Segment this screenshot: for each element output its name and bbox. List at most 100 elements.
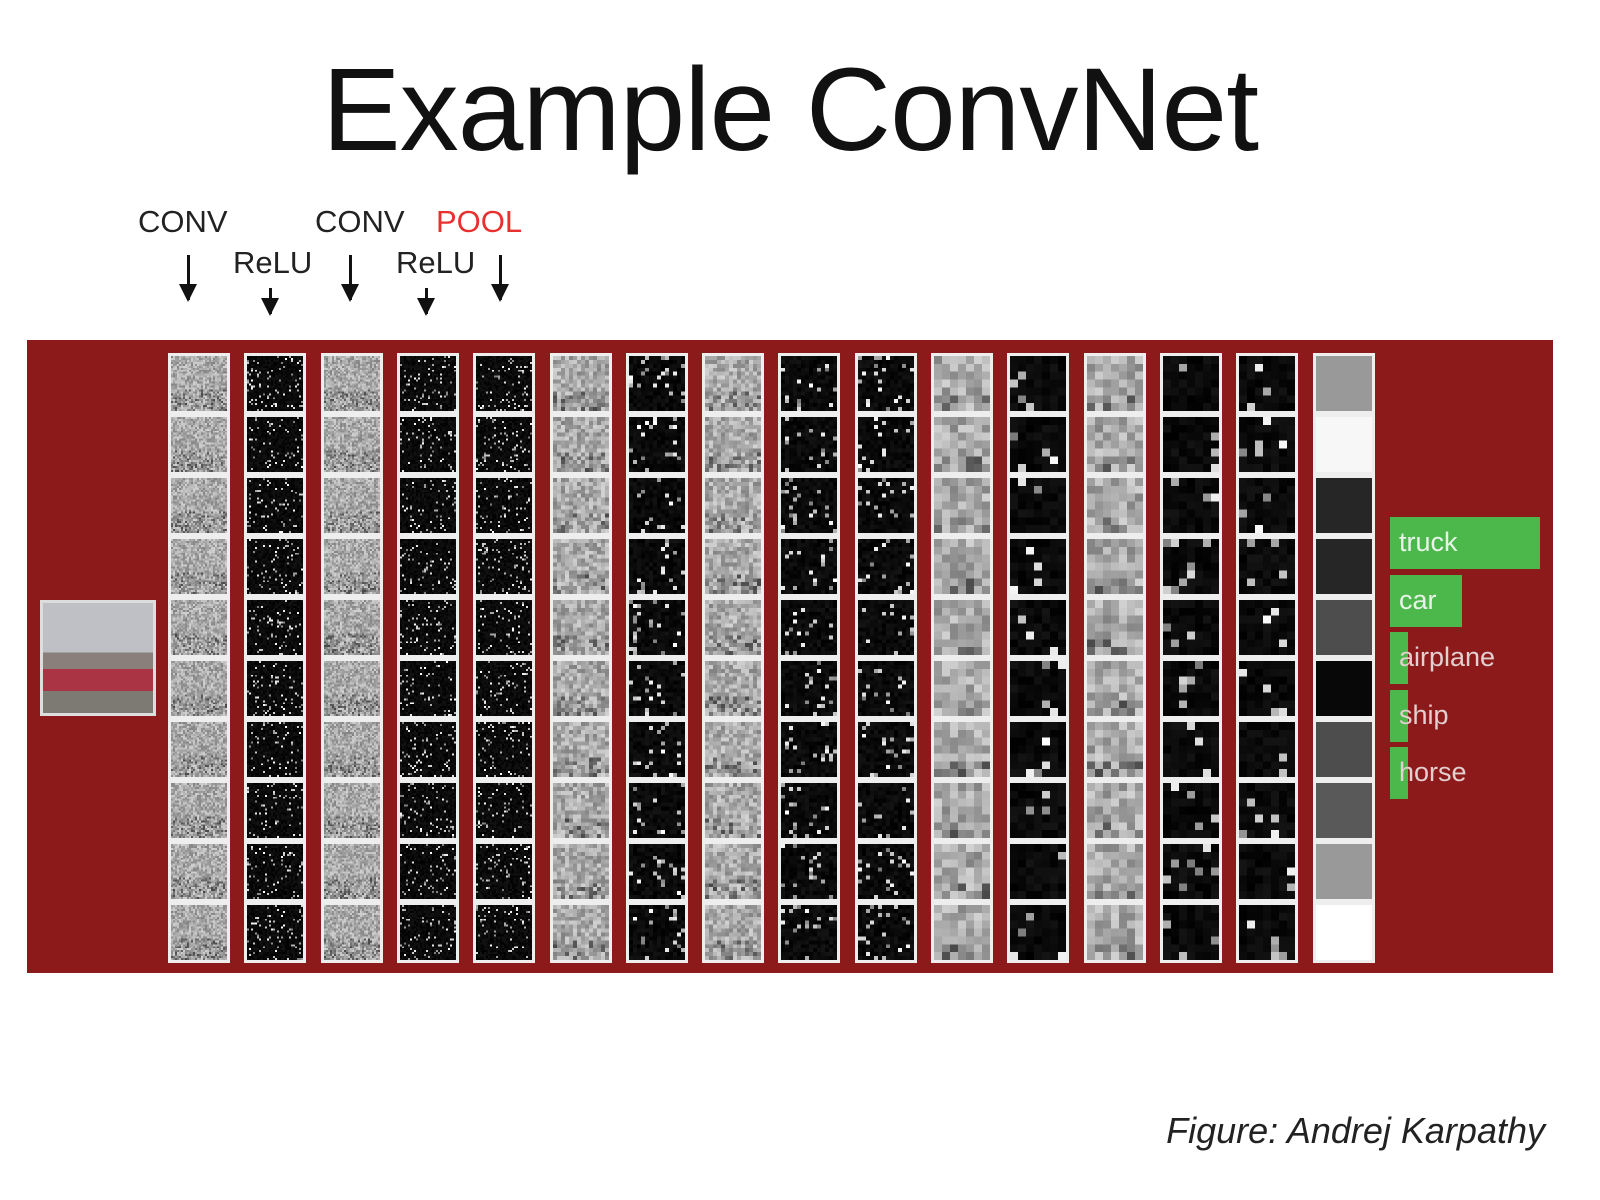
feature-map: [778, 658, 841, 719]
feature-map: [854, 719, 917, 780]
feature-map: [1159, 719, 1222, 780]
feature-map: [778, 902, 841, 963]
layer-label-relu-1: ReLU: [233, 245, 313, 280]
feature-map: [473, 536, 536, 597]
feature-map: [854, 780, 917, 841]
feature-map: [320, 902, 383, 963]
feature-map: [473, 414, 536, 475]
feature-map: [396, 475, 459, 536]
feature-map: [625, 780, 688, 841]
feature-map: [778, 719, 841, 780]
network-visualization-panel: truck car airplane ship horse: [27, 340, 1553, 973]
feature-map: [549, 536, 612, 597]
slide-title: Example ConvNet: [322, 44, 1259, 176]
score-label-horse: horse: [1399, 757, 1467, 787]
feature-map: [931, 475, 993, 536]
feature-map: [1159, 536, 1222, 597]
feature-map: [1083, 597, 1146, 658]
feature-map: [702, 353, 765, 414]
score-label-car: car: [1399, 584, 1437, 615]
score-label-ship: ship: [1399, 699, 1449, 730]
feature-map: [702, 597, 765, 658]
feature-map: [1236, 902, 1299, 963]
feature-map: [625, 353, 688, 414]
feature-map: [320, 841, 383, 902]
feature-map: [396, 780, 459, 841]
score-bar-airplane: [1390, 632, 1408, 684]
feature-map: [625, 536, 688, 597]
layer-label-pool: POOL: [436, 204, 523, 239]
feature-map: [168, 780, 230, 841]
feature-map: [1083, 353, 1146, 414]
feature-map: [778, 780, 841, 841]
feature-map: [702, 414, 765, 475]
figure-caption: Figure: Andrej Karpathy: [1166, 1110, 1545, 1151]
layer-label-conv-1: CONV: [138, 204, 228, 239]
feature-map: [244, 780, 307, 841]
feature-map: [1007, 597, 1070, 658]
feature-map: [549, 841, 612, 902]
feature-map: [702, 536, 765, 597]
feature-map: [396, 597, 459, 658]
feature-map: [1236, 658, 1299, 719]
score-label-airplane: airplane: [1399, 642, 1496, 672]
final-layer-unit: [1312, 719, 1375, 780]
feature-map: [168, 536, 230, 597]
feature-map: [168, 719, 230, 780]
feature-map: [854, 841, 917, 902]
final-layer-unit: [1312, 597, 1375, 658]
feature-map: [1236, 475, 1299, 536]
feature-map: [1236, 353, 1299, 414]
feature-map: [244, 597, 307, 658]
feature-map: [1083, 902, 1146, 963]
arrow-down-icon: [417, 288, 435, 316]
final-layer-unit: [1312, 475, 1375, 536]
feature-map: [931, 841, 993, 902]
feature-map: [1083, 536, 1146, 597]
feature-map: [1007, 719, 1070, 780]
feature-map: [396, 841, 459, 902]
feature-map: [1159, 414, 1222, 475]
score-bar-horse: [1390, 747, 1408, 799]
feature-map: [244, 536, 307, 597]
feature-map: [549, 658, 612, 719]
feature-map: [1007, 902, 1070, 963]
feature-map: [625, 414, 688, 475]
feature-map: [1236, 536, 1299, 597]
feature-map: [320, 658, 383, 719]
feature-map: [625, 475, 688, 536]
feature-map: [396, 658, 459, 719]
feature-map: [702, 902, 765, 963]
feature-map: [396, 414, 459, 475]
final-layer-unit: [1312, 536, 1375, 597]
input-image-truck: [40, 600, 156, 716]
feature-map: [320, 597, 383, 658]
feature-map: [854, 475, 917, 536]
feature-map: [931, 353, 993, 414]
feature-map: [1083, 780, 1146, 841]
feature-map: [702, 658, 765, 719]
feature-map: [244, 353, 307, 414]
feature-map: [931, 780, 993, 841]
feature-map: [625, 658, 688, 719]
feature-map: [1236, 841, 1299, 902]
feature-map: [320, 475, 383, 536]
feature-map: [168, 658, 230, 719]
feature-map: [473, 353, 536, 414]
feature-map: [702, 780, 765, 841]
feature-map: [320, 353, 383, 414]
arrow-down-icon: [341, 255, 359, 302]
feature-map: [931, 719, 993, 780]
feature-map: [473, 597, 536, 658]
score-label-truck: truck: [1399, 527, 1458, 557]
final-layer-unit: [1312, 780, 1375, 841]
feature-map: [778, 536, 841, 597]
feature-map: [854, 353, 917, 414]
feature-map: [1159, 902, 1222, 963]
feature-map: [1159, 353, 1222, 414]
feature-map: [396, 719, 459, 780]
feature-map: [1159, 841, 1222, 902]
feature-map: [702, 841, 765, 902]
feature-map: [1236, 597, 1299, 658]
feature-map: [1083, 414, 1146, 475]
